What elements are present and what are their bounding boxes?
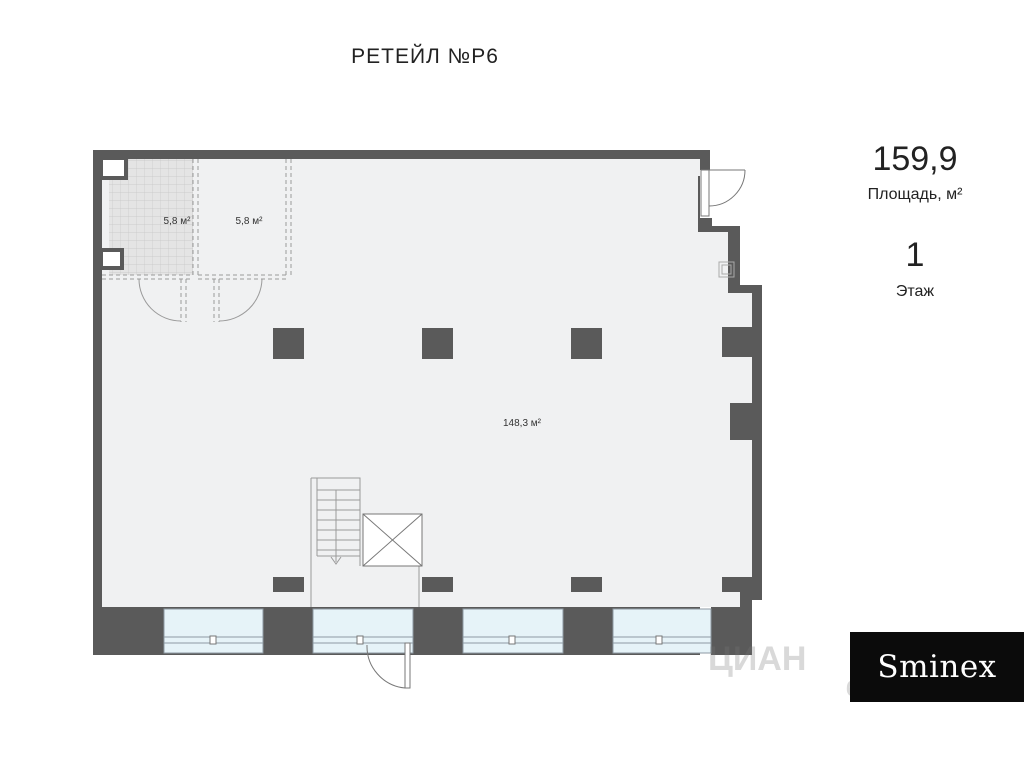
area-label: Площадь, м² [867,186,963,203]
floor-label: Этаж [895,283,935,300]
area-value: 159,9 [872,140,958,178]
facade-pier-3 [413,607,463,655]
plan-title: РЕТЕЙЛ №Р6 [351,45,499,68]
block-2 [422,577,453,592]
interior-doors [138,278,263,322]
storage-2-label: 5,8 м² [236,216,264,227]
storage-1-label: 5,8 м² [164,216,192,227]
staircase [310,477,420,607]
pilaster-right-1 [722,327,752,357]
brand-logo: Sminex [850,632,1024,702]
entry-door-top [700,169,746,217]
column-3 [571,328,602,359]
glazing-mullions [209,635,663,645]
partitions [102,159,292,322]
shaft-box [362,513,423,567]
entry-door-main [366,642,411,689]
brand-name: Sminex [877,649,997,685]
block-1 [273,577,304,592]
floor-value: 1 [905,236,925,274]
shaft-2-inner [103,252,120,266]
main-hall-label: 148,3 м² [503,418,542,429]
facade-pier-5 [711,607,752,655]
vent-symbol [718,261,735,278]
pilaster-right-2 [722,577,752,592]
facade-pier-4 [563,607,613,655]
facade-pier-2 [263,607,313,655]
block-3 [571,577,602,592]
floor-area [102,159,752,607]
facade-pier-1 [93,607,164,655]
column-2 [422,328,453,359]
shaft-1-inner [103,160,124,176]
column-1 [273,328,304,359]
